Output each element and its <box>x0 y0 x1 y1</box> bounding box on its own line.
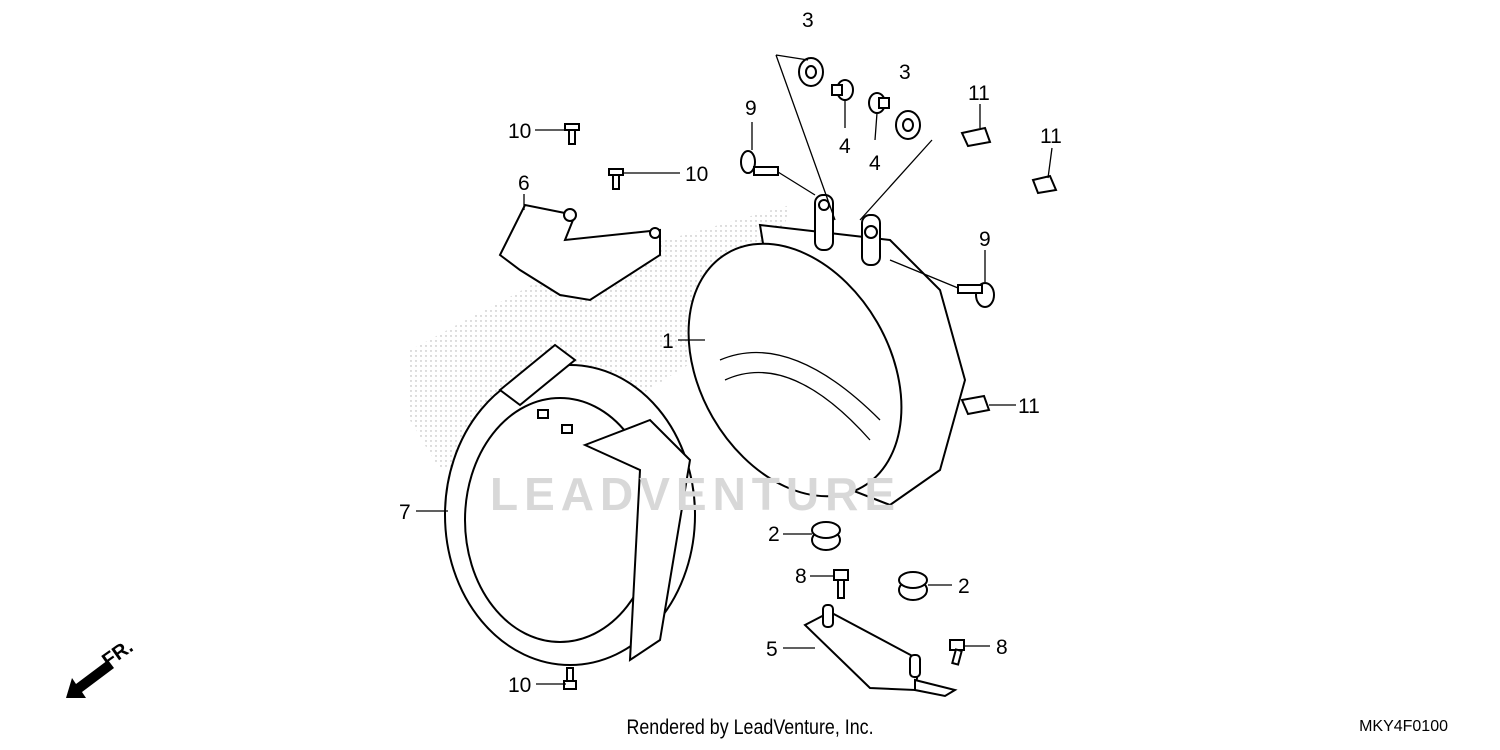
part-3-grommet <box>895 110 921 140</box>
leader-lines <box>416 54 1053 685</box>
part-4-collar <box>831 79 854 101</box>
callout-10: 10 <box>508 674 531 697</box>
part-11-clip <box>1031 174 1058 195</box>
callout-6: 6 <box>518 172 530 195</box>
callout-9: 9 <box>979 228 991 251</box>
callout-7: 7 <box>399 501 411 524</box>
callout-11: 11 <box>1040 125 1062 148</box>
callout-3: 3 <box>899 61 911 84</box>
part-10-screw <box>564 123 580 145</box>
footer-credit: Rendered by LeadVenture, Inc. <box>626 716 874 739</box>
part-8-bolt <box>949 639 965 666</box>
part-5-stay <box>803 604 958 698</box>
part-10-screw <box>563 667 577 690</box>
callout-9: 9 <box>745 97 757 120</box>
callout-4: 4 <box>839 135 851 158</box>
part-2-grommet <box>898 571 928 601</box>
part-6-bracket <box>498 203 661 302</box>
watermark: LEADVENTURE <box>490 468 901 520</box>
part-10-screw <box>608 168 624 190</box>
part-2-grommet <box>811 521 841 551</box>
callout-4: 4 <box>869 152 881 175</box>
callout-5: 5 <box>766 638 778 661</box>
callout-1: 1 <box>662 330 674 353</box>
part-1-headlight-unit <box>687 194 967 507</box>
part-9-bolt <box>957 282 995 308</box>
callout-10: 10 <box>508 120 531 143</box>
callout-2: 2 <box>768 523 780 546</box>
callout-11: 11 <box>968 82 990 105</box>
part-4-collar <box>868 92 890 114</box>
callout-8: 8 <box>996 636 1008 659</box>
front-direction-arrow-icon: FR. <box>66 636 137 698</box>
part-3-grommet <box>798 57 824 87</box>
callout-8: 8 <box>795 565 807 588</box>
callout-3: 3 <box>802 9 814 32</box>
part-11-clip <box>960 126 992 148</box>
diagram-code: MKY4F0100 <box>1359 718 1448 735</box>
callout-10: 10 <box>685 163 708 186</box>
part-11-clip <box>960 394 991 416</box>
part-7-headlight-rim <box>444 343 696 666</box>
callout-11: 11 <box>1018 395 1040 418</box>
part-8-bolt <box>833 569 849 599</box>
callout-2: 2 <box>958 575 970 598</box>
part-9-bolt <box>740 150 779 176</box>
